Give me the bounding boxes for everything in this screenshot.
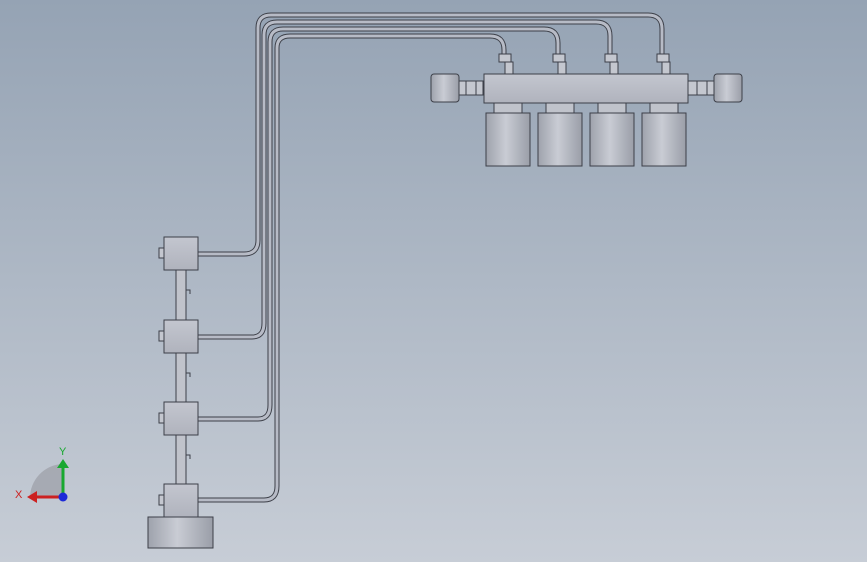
triad-z-axis bbox=[58, 492, 68, 502]
base-block[interactable] bbox=[147, 516, 214, 549]
orientation-triad[interactable]: Y X bbox=[15, 446, 69, 503]
right-end-fitting bbox=[687, 80, 715, 96]
manifold-body[interactable] bbox=[483, 73, 689, 104]
canister-1[interactable] bbox=[485, 112, 531, 167]
right-end-cap[interactable] bbox=[713, 73, 743, 103]
triad-x-arrowhead bbox=[27, 491, 37, 503]
canister-3[interactable] bbox=[589, 112, 635, 167]
triad-y-label: Y bbox=[59, 446, 67, 458]
valve-block-3[interactable] bbox=[163, 401, 199, 436]
triad-plane bbox=[29, 464, 63, 498]
valve-block-4[interactable] bbox=[163, 483, 199, 518]
valve-stack[interactable] bbox=[147, 236, 214, 549]
valve-block-2[interactable] bbox=[163, 319, 199, 354]
left-end-cap[interactable] bbox=[430, 73, 460, 103]
canister-2[interactable] bbox=[537, 112, 583, 167]
canister-4[interactable] bbox=[641, 112, 687, 167]
manifold-top-fittings bbox=[498, 53, 671, 75]
left-end-fitting bbox=[458, 80, 484, 96]
pipe-routing bbox=[195, 12, 665, 503]
triad-x-label: X bbox=[15, 489, 23, 501]
triad-y-arrowhead bbox=[57, 459, 69, 468]
valve-block-1[interactable] bbox=[163, 236, 199, 271]
manifold-assembly[interactable] bbox=[430, 53, 743, 167]
